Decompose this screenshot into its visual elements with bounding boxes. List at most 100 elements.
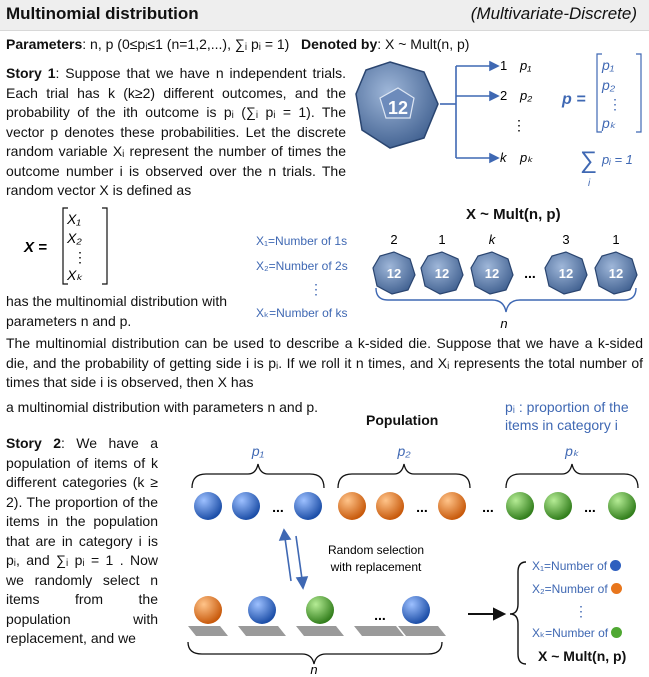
result-label: Xₖ=Number of (532, 626, 623, 640)
result-label: X₂=Number of (532, 582, 622, 596)
outcome-prob: pₖ (519, 150, 533, 165)
result-label: ⋮ (574, 603, 588, 619)
result-distribution: X ~ Mult(n, p) (538, 648, 627, 664)
blue-ball-icon (248, 596, 276, 624)
n-label: n (500, 316, 507, 331)
outcome-index: ⋮ (512, 117, 526, 133)
denoted-text: : X ~ Mult(n, p) (377, 36, 470, 52)
blue-ball-icon (232, 492, 260, 520)
p-vector-lhs: p = (561, 91, 586, 108)
group-label: p₂ (396, 443, 411, 459)
result-label: X₁=Number of (532, 559, 622, 573)
die-face-label: 12 (388, 98, 408, 118)
rolls-title: X ~ Mult(n, p) (466, 206, 561, 223)
die-face-label: 12 (387, 266, 401, 281)
die-face-label: 12 (435, 266, 449, 281)
green-ball-icon (608, 492, 636, 520)
green-ball-icon (306, 596, 334, 624)
die-face-label: 12 (609, 266, 623, 281)
d12-die-icon: 12 (420, 251, 464, 295)
blue-ball-icon (194, 492, 222, 520)
n-brace (375, 287, 637, 313)
vector-x-entry: X₂ (66, 230, 82, 246)
tray (188, 626, 228, 636)
tray (296, 626, 344, 636)
ellipsis: ... (416, 499, 428, 515)
count-label: X₂=Number of 2s (256, 259, 348, 273)
p-vector-entry: ⋮ (608, 96, 622, 112)
p-vector-entry: pₖ (601, 115, 617, 131)
story2-text: : We have a population of items of k dif… (6, 435, 158, 646)
tray (354, 626, 404, 636)
middle-paragraph: The multinomial distribution can be used… (6, 335, 643, 390)
selected-items: ... (188, 596, 446, 636)
blue-ball-icon (402, 596, 430, 624)
outcome-index: 1 (500, 58, 507, 73)
d12-die-icon: 12 (372, 251, 416, 295)
branch-arrows (440, 60, 500, 164)
green-ball-icon (544, 492, 572, 520)
result-brace (509, 561, 527, 665)
parameters-line: Parameters: n, p (0≤pᵢ≤1 (n=1,2,...), ∑ᵢ… (6, 35, 469, 55)
middle-paragraph-end: a multinomial distribution with paramete… (6, 399, 319, 415)
group-brace (505, 463, 639, 489)
group-label: pₖ (564, 443, 580, 459)
parameters-label: Parameters (6, 36, 83, 52)
count-label: X₁=Number of 1s (256, 234, 348, 248)
story2-label: Story 2 (6, 435, 61, 451)
blue-dot-icon (610, 560, 622, 571)
sum-index: i (588, 178, 591, 189)
green-ball-icon (506, 492, 534, 520)
count-label: ⋮ (309, 281, 323, 297)
outcome-index: 2 (500, 88, 507, 103)
ellipsis: ... (524, 265, 536, 281)
ellipsis: ... (272, 499, 284, 515)
sum-text: pᵢ = 1 (601, 152, 633, 167)
vector-x-entry: Xₖ (66, 267, 83, 283)
orange-ball-icon (376, 492, 404, 520)
result-arrow (468, 607, 507, 621)
bracket-right (102, 207, 108, 285)
d12-die-icon: 12 (355, 61, 439, 149)
p-vector-entry: p₁ (601, 57, 615, 73)
group-brace (191, 463, 325, 489)
orange-ball-icon (194, 596, 222, 624)
die-diagram: 12 1 p₁ 2 p₂ ⋮ k pₖ p = p₁ p₂ ⋮ pₖ ∑ i p… (355, 53, 642, 189)
population-title: Population (366, 412, 439, 428)
n-label: n (310, 662, 317, 677)
parameters-text: : n, p (0≤pᵢ≤1 (n=1,2,...), ∑ᵢ pᵢ = 1) (82, 36, 290, 52)
group-label: p₁ (251, 443, 265, 459)
n-brace (187, 641, 443, 665)
tray (238, 626, 286, 636)
d12-die-icon: 12 (470, 251, 514, 295)
d12-die-icon: 12 (544, 251, 588, 295)
p-vector: p = p₁ p₂ ⋮ pₖ ∑ i pᵢ = 1 (561, 53, 642, 189)
page-subtitle: (Multivariate-Discrete) (470, 4, 637, 23)
roll-count: 3 (562, 232, 569, 247)
bracket-left (62, 207, 68, 285)
bracket-left (596, 53, 602, 133)
ellipsis: ... (584, 499, 596, 515)
orange-ball-icon (338, 492, 366, 520)
outcome-index: k (500, 150, 508, 165)
ellipsis: ... (374, 607, 386, 623)
story2-paragraph: Story 2: We have a population of items o… (6, 434, 158, 649)
die-face-label: 12 (485, 266, 499, 281)
story1-after: has the multinomial distribution with pa… (6, 293, 227, 329)
green-dot-icon (611, 627, 623, 638)
population-note: pᵢ : proportion of the items in category… (505, 399, 629, 433)
vector-x-lhs: X = (23, 239, 47, 256)
blue-ball-icon (294, 492, 322, 520)
vector-x-entry: ⋮ (73, 249, 87, 265)
selection-arrows (278, 528, 309, 590)
sum-symbol: ∑ (580, 147, 597, 174)
population-diagram: p₁ p₂ pₖ ... ... ... ... Rando (187, 443, 639, 677)
d12-die-icon: 12 (594, 251, 638, 295)
roll-count: 1 (612, 232, 619, 247)
ellipsis: ... (482, 499, 494, 515)
story1-paragraph: Story 1: Suppose that we have n independ… (6, 64, 346, 201)
group-brace (337, 463, 471, 489)
story1-label: Story 1 (6, 65, 56, 81)
